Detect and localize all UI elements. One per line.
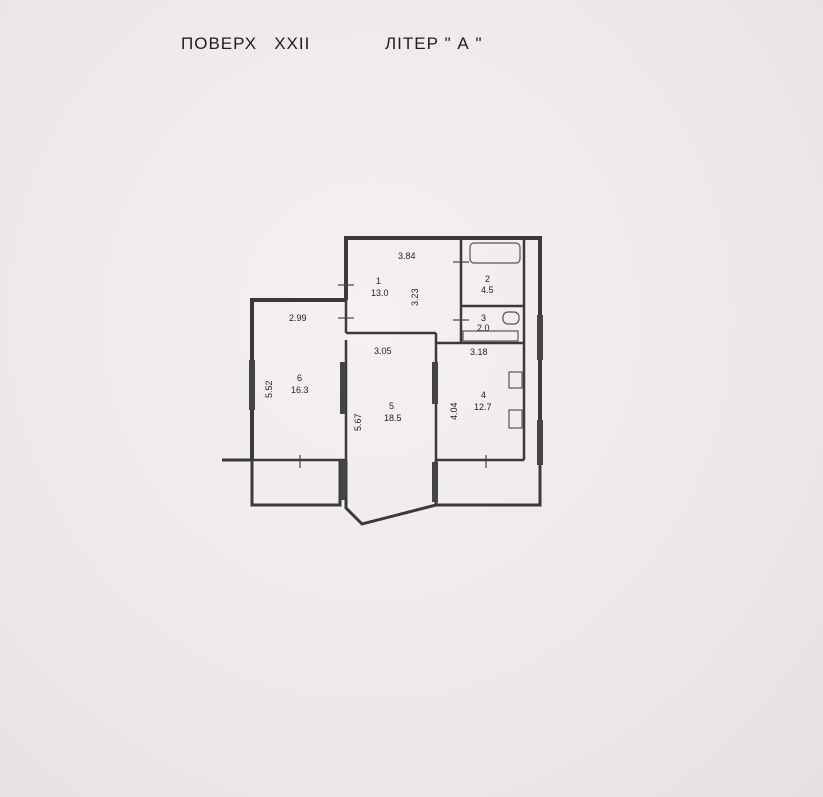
room-5-number: 5: [389, 401, 394, 411]
room-3-number: 3: [481, 313, 486, 323]
bay-window: [344, 460, 437, 526]
dim-room4-length: 4.04: [449, 402, 459, 420]
toilet-icon: [502, 311, 520, 325]
room-1-area: 13.0: [371, 288, 389, 298]
dim-room6-length: 5.52: [264, 380, 274, 398]
room-labels: 1 13.0 2 4.5 3 2.0 4 12.7 5 18.5 6 16.3: [291, 274, 494, 423]
room-2-number: 2: [485, 274, 490, 284]
dim-room6-width: 2.99: [289, 313, 307, 323]
dim-room5-width: 3.05: [374, 346, 392, 356]
bathtub-icon: [469, 242, 521, 264]
room-5-area: 18.5: [384, 413, 402, 423]
room-6-number: 6: [297, 373, 302, 383]
stove-icon: [508, 409, 523, 429]
dim-room1-width: 3.84: [398, 251, 416, 261]
sink-icon: [462, 330, 519, 342]
room-2-area: 4.5: [481, 285, 494, 295]
section-label: ЛІТЕР " А ": [385, 34, 483, 53]
dim-room4-width: 3.18: [470, 347, 488, 357]
floor-label: ПОВЕРХ XXII: [181, 34, 311, 53]
room-4-area: 12.7: [474, 402, 492, 412]
room-6-area: 16.3: [291, 385, 309, 395]
dimension-labels: 3.84 3.23 2.99 5.52 3.05 5.67 3.18 4.04: [264, 251, 488, 431]
counter-icon: [508, 371, 523, 389]
room-4-number: 4: [481, 390, 486, 400]
dim-room1-length: 3.23: [410, 288, 420, 306]
door-marks: [299, 261, 487, 468]
balcony-right: [434, 460, 542, 507]
balcony-left: [222, 458, 342, 507]
room-1-number: 1: [376, 276, 381, 286]
fixtures: [462, 242, 523, 429]
room-3-area: 2.0: [477, 323, 490, 333]
windows: [249, 315, 543, 502]
dim-room5-length: 5.67: [353, 413, 363, 431]
